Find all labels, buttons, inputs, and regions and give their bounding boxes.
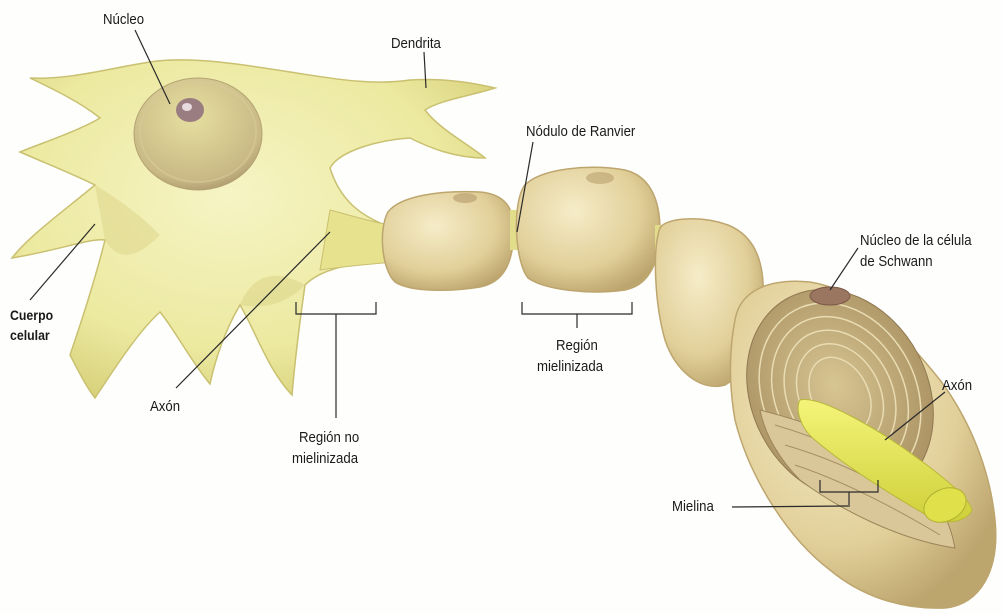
label-schwann-nucleus-line1: Núcleo de la célula [860, 231, 972, 250]
label-node-of-ranvier: Nódulo de Ranvier [526, 122, 635, 141]
label-schwann-nucleus-line2: de Schwann [860, 252, 933, 271]
myelin-segment-2 [516, 167, 660, 292]
label-dendrite: Dendrita [391, 34, 441, 53]
label-myelin: Mielina [672, 497, 714, 516]
myelin-segment-1 [382, 192, 514, 291]
label-myelinated-line1: Región [556, 336, 598, 355]
nucleus [134, 78, 262, 190]
label-cell-body-line2: celular [10, 326, 50, 344]
label-unmyelinated-line2: mielinizada [292, 449, 358, 468]
label-axon-left: Axón [150, 397, 180, 416]
label-myelinated-line2: mielinizada [537, 357, 603, 376]
label-unmyelinated-line1: Región no [299, 428, 359, 447]
label-cell-body-line1: Cuerpo [10, 306, 53, 324]
label-axon-right: Axón [942, 376, 972, 395]
label-nucleus: Núcleo [103, 10, 144, 29]
